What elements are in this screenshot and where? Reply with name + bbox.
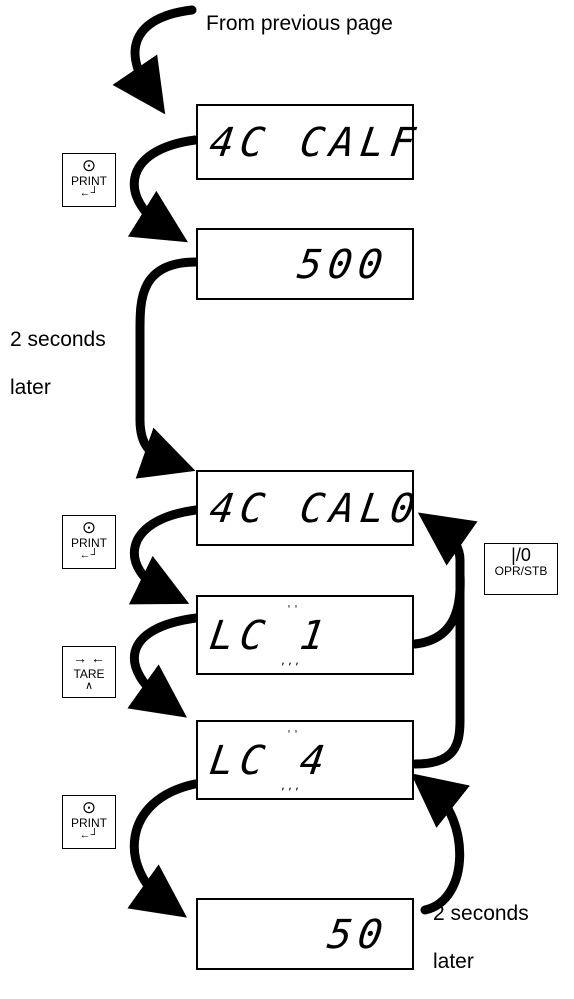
arrow-tare <box>127 613 201 718</box>
display-text: LC 1 <box>206 613 334 659</box>
blink-marks: ,,, <box>280 781 302 792</box>
display-4c-calf: 4C CALF <box>196 104 424 180</box>
tare-key[interactable]: → ← TARE ∧ <box>62 646 116 698</box>
from-previous-label: From previous page <box>206 12 393 35</box>
display-text: 50 <box>324 912 392 958</box>
later-label: later <box>10 376 51 399</box>
power-icon: |/0 <box>511 545 531 565</box>
display-text: 4C CAL0 <box>206 486 424 532</box>
caret-up-icon: ∧ <box>84 680 94 692</box>
arrow-opr-from-lc1 <box>410 570 465 649</box>
print-icon: ⊙ <box>81 156 97 175</box>
two-seconds-label: 2 seconds <box>10 328 106 351</box>
arrow-from-previous <box>112 5 197 115</box>
blink-marks: ,,, <box>280 656 302 667</box>
print-key-1[interactable]: ⊙ PRINT ←┘ <box>62 153 116 207</box>
tare-arrows-icon: → ← <box>73 650 105 666</box>
enter-icon: ←┘ <box>79 829 99 841</box>
opr-stb-key-label: OPR/STB <box>494 564 548 578</box>
print-key-label: PRINT <box>71 536 107 550</box>
arrow-print-1 <box>127 135 200 243</box>
tare-key-label: TARE <box>73 667 105 681</box>
arrow-print-2 <box>128 505 201 605</box>
enter-icon: ←┘ <box>79 549 99 561</box>
print-icon: ⊙ <box>81 798 97 817</box>
display-500: 500 <box>196 228 414 300</box>
arrow-print-3 <box>127 779 200 918</box>
opr-stb-key[interactable]: |/0 OPR/STB <box>484 543 558 595</box>
display-text: LC 4 <box>206 738 334 784</box>
print-key-label: PRINT <box>71 174 107 188</box>
print-key-label: PRINT <box>71 816 107 830</box>
print-key-3[interactable]: ⊙ PRINT ←┘ <box>62 795 116 849</box>
blink-marks: '' <box>286 729 301 740</box>
print-key-2[interactable]: ⊙ PRINT ←┘ <box>62 515 116 569</box>
later-label-2: later <box>433 950 474 973</box>
display-lc1: LC 1 '' ,,, <box>196 595 414 675</box>
arrow-2sec-2 <box>410 773 470 915</box>
display-text: 4C CALF <box>206 120 424 166</box>
arrow-2sec-1 <box>135 257 201 479</box>
display-text: 500 <box>294 242 392 288</box>
two-seconds-label-2: 2 seconds <box>433 902 529 925</box>
print-icon: ⊙ <box>81 518 97 537</box>
blink-marks: '' <box>286 604 301 615</box>
display-4c-cal0: 4C CAL0 <box>196 470 424 546</box>
display-50: 50 <box>196 898 414 970</box>
arrow-opr-from-lc4 <box>410 512 478 769</box>
enter-icon: ←┘ <box>79 187 99 199</box>
display-lc4: LC 4 '' ,,, <box>196 720 414 800</box>
